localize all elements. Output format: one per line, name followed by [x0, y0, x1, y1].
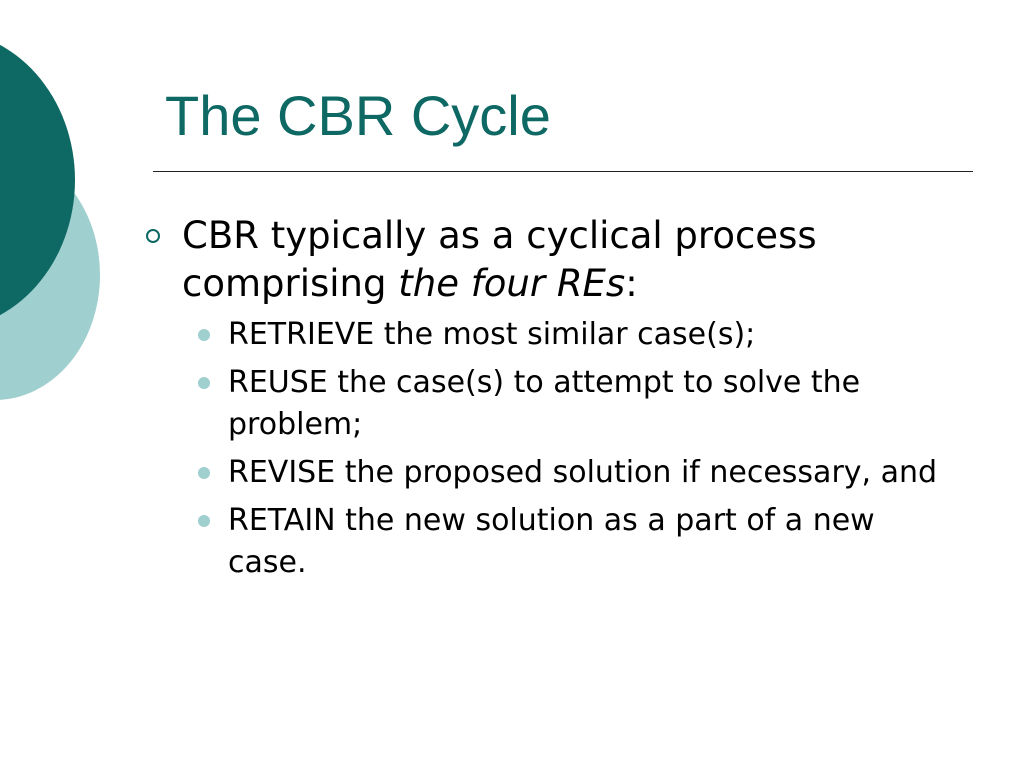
filled-dot-icon [198, 467, 210, 479]
bullet-main: CBR typically as a cyclical process comp… [140, 212, 960, 308]
sub-bullet-text: RETRIEVE the most similar case(s); [228, 317, 756, 352]
slide-title: The CBR Cycle [165, 84, 551, 147]
bullet-main-emphasis: the four REs [398, 262, 626, 305]
filled-dot-icon [198, 377, 210, 389]
sub-bullet-retain: RETAIN the new solution as a part of a n… [198, 500, 960, 584]
sub-bullet-text: RETAIN the new solution as a part of a n… [228, 503, 875, 580]
sub-bullet-revise: REVISE the proposed solution if necessar… [198, 452, 960, 494]
sub-bullet-retrieve: RETRIEVE the most similar case(s); [198, 314, 960, 356]
filled-dot-icon [198, 515, 210, 527]
sub-bullet-text: REUSE the case(s) to attempt to solve th… [228, 365, 861, 442]
sub-bullet-reuse: REUSE the case(s) to attempt to solve th… [198, 362, 960, 446]
hollow-circle-icon [146, 229, 160, 243]
title-divider [153, 171, 973, 172]
sub-bullet-text: REVISE the proposed solution if necessar… [228, 455, 938, 490]
bullet-main-suffix: : [625, 262, 638, 305]
filled-dot-icon [198, 329, 210, 341]
slide-body: CBR typically as a cyclical process comp… [140, 212, 960, 584]
sub-bullet-list: RETRIEVE the most similar case(s); REUSE… [140, 314, 960, 584]
bullet-main-text: CBR typically as a cyclical process comp… [182, 214, 817, 305]
